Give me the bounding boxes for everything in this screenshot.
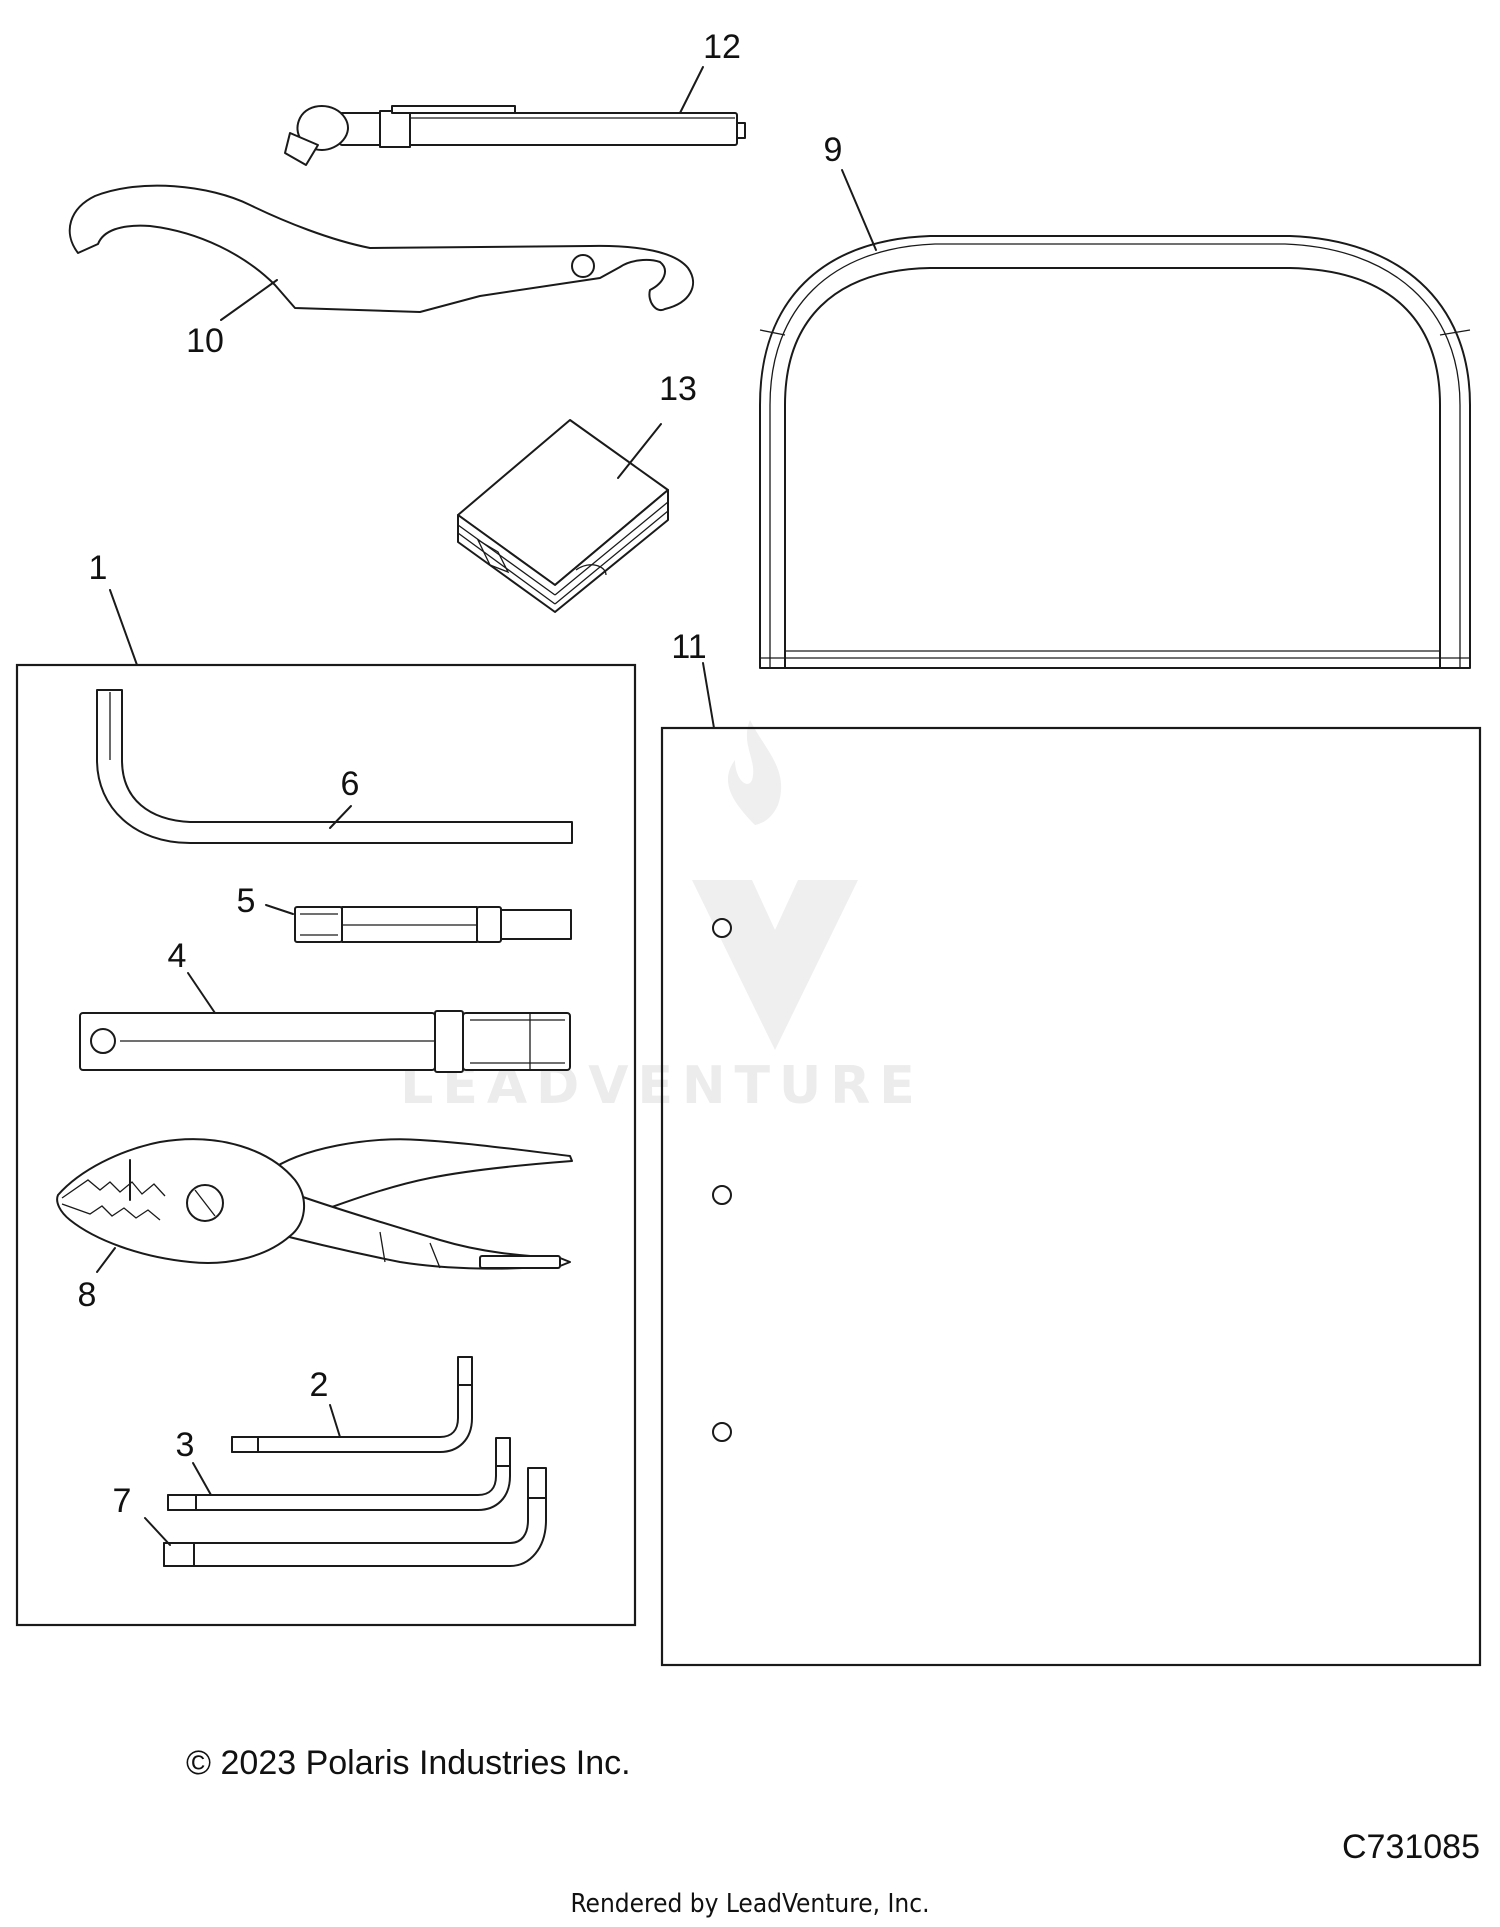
item-5-socket-extension — [294, 906, 572, 943]
binder-hole — [712, 918, 732, 938]
item-13-fuse-case — [457, 419, 669, 613]
callout-13: 13 — [659, 370, 697, 408]
diagram-code: C731085 — [1342, 1828, 1480, 1866]
callouts: 12 9 10 13 1 11 6 5 4 8 2 3 7 — [78, 28, 843, 1520]
item-7-torx-key — [163, 1467, 547, 1567]
callout-11: 11 — [671, 628, 706, 666]
callout-6: 6 — [341, 765, 360, 803]
item-8-pliers — [56, 1138, 573, 1270]
callout-12: 12 — [703, 28, 741, 66]
item-12-pressure-gauge — [284, 105, 746, 166]
item-9-tool-bag — [759, 235, 1471, 669]
callout-4: 4 — [168, 937, 187, 975]
callout-8: 8 — [78, 1276, 97, 1314]
callout-3: 3 — [176, 1426, 195, 1464]
callout-1: 1 — [89, 549, 108, 587]
item-6-hex-key — [96, 689, 573, 844]
item-2-torx-key — [231, 1356, 473, 1453]
binder-hole — [712, 1185, 732, 1205]
leadventure-flame-logo-icon — [692, 720, 858, 1050]
callout-5: 5 — [237, 882, 256, 920]
item-4-spark-plug-socket — [79, 1010, 571, 1073]
callout-2: 2 — [310, 1366, 329, 1404]
item-11-owners-manual — [660, 726, 1482, 1667]
callout-10: 10 — [186, 322, 224, 360]
item-1-tool-kit-box — [15, 663, 637, 1627]
copyright-text: © 2023 Polaris Industries Inc. — [186, 1744, 631, 1782]
callout-9: 9 — [824, 131, 843, 169]
leader-lines — [96, 66, 877, 1546]
rendered-by-text: Rendered by LeadVenture, Inc. — [570, 1889, 929, 1919]
callout-7: 7 — [113, 1482, 132, 1520]
item-10-spanner-wrench — [68, 184, 694, 313]
item-3-torx-key — [167, 1437, 511, 1511]
binder-hole — [712, 1422, 732, 1442]
